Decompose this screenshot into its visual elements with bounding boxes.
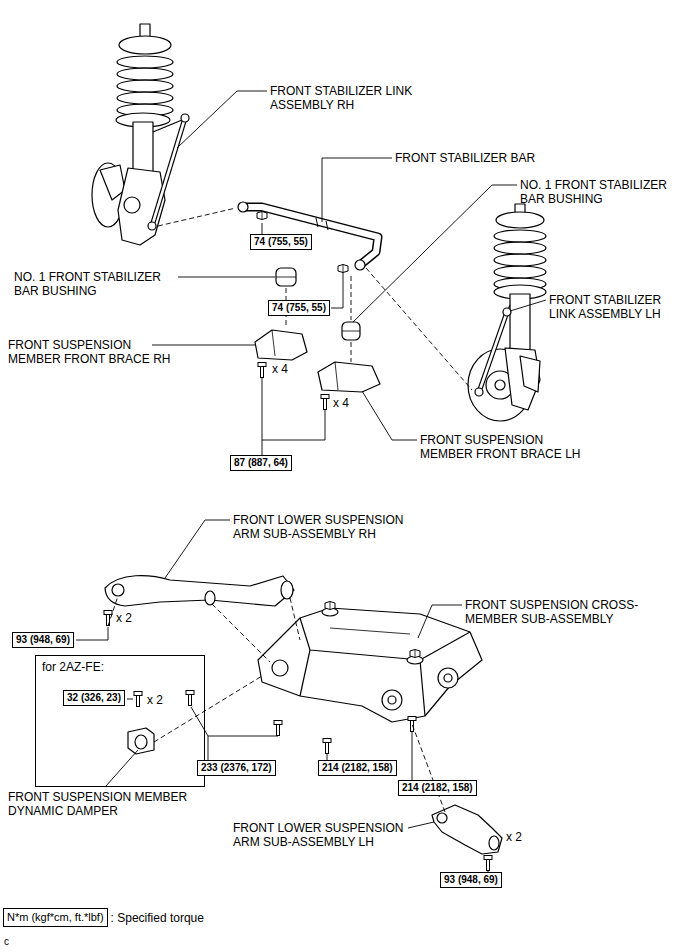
torque-box: 74 (755, 55) xyxy=(268,300,330,316)
variant-heading: for 2AZ-FE: xyxy=(36,656,204,678)
part-name: FRONT SUSPENSION MEMBER FRONT BRACE RH xyxy=(8,338,178,366)
torque-box: 214 (2182, 158) xyxy=(398,780,477,796)
torque-box: 87 (887, 64) xyxy=(230,455,292,471)
quantity-label: x 2 xyxy=(116,611,132,625)
torque-value: 74 (755, 55) xyxy=(254,236,308,247)
part-name: FRONT STABILIZER BAR xyxy=(395,151,595,165)
torque-value: 74 (755, 55) xyxy=(272,302,326,313)
torque-value: N*m (kgf*cm, ft.*lbf) xyxy=(7,911,104,923)
torque-value: 214 (2182, 158) xyxy=(402,782,473,793)
legend-text: : Specified torque xyxy=(111,911,204,925)
torque-value: 32 (326, 23) xyxy=(67,692,121,703)
part-name: FRONT LOWER SUSPENSION ARM SUB-ASSEMBLY … xyxy=(233,513,413,541)
quantity-label: x 2 xyxy=(506,830,522,844)
part-name: NO. 1 FRONT STABILIZER BAR BUSHING xyxy=(520,178,685,206)
torque-value: 93 (948, 69) xyxy=(444,874,498,885)
torque-value: 214 (2182, 158) xyxy=(322,762,393,773)
torque-value: 93 (948, 69) xyxy=(16,634,70,645)
part-name: FRONT STABILIZER LINK ASSEMBLY LH xyxy=(549,293,685,321)
part-name: NO. 1 FRONT STABILIZER BAR BUSHING xyxy=(14,270,179,298)
quantity-label: x 2 xyxy=(147,693,163,707)
legend-torque-box: N*m (kgf*cm, ft.*lbf) xyxy=(3,908,108,927)
engine-variant-box: for 2AZ-FE: 32 (326, 23) xyxy=(35,655,205,787)
torque-value: 87 (887, 64) xyxy=(234,457,288,468)
torque-box: 32 (326, 23) xyxy=(63,690,125,706)
quantity-label: x 4 xyxy=(272,362,288,376)
torque-box: 74 (755, 55) xyxy=(250,234,312,250)
part-name: FRONT STABILIZER LINK ASSEMBLY RH xyxy=(270,84,435,112)
page-code: c xyxy=(4,936,9,948)
torque-box: 214 (2182, 158) xyxy=(318,760,397,776)
quantity-label: x 4 xyxy=(333,396,349,410)
part-name: FRONT LOWER SUSPENSION ARM SUB-ASSEMBLY … xyxy=(233,821,413,849)
torque-box: 93 (948, 69) xyxy=(440,872,502,888)
torque-box: 93 (948, 69) xyxy=(12,632,74,648)
part-name: FRONT SUSPENSION MEMBER DYNAMIC DAMPER xyxy=(8,790,203,818)
part-name: FRONT SUSPENSION MEMBER FRONT BRACE LH xyxy=(420,433,590,461)
torque-box: 233 (2376, 172) xyxy=(197,760,276,776)
torque-value: 233 (2376, 172) xyxy=(201,762,272,773)
part-name: FRONT SUSPENSION CROSS-MEMBER SUB-ASSEMB… xyxy=(465,598,650,626)
